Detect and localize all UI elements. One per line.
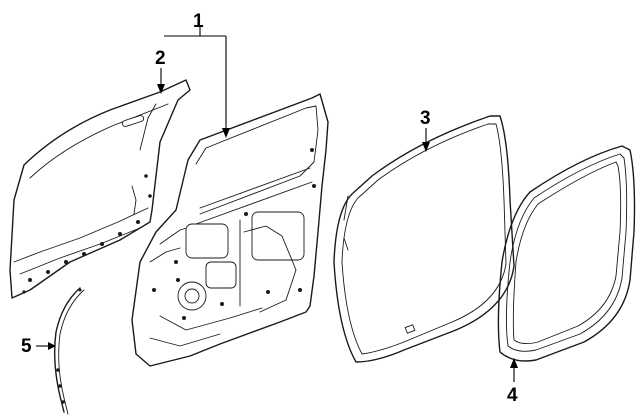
callout-4: 4: [507, 358, 518, 406]
body-weatherstrip: [497, 145, 636, 362]
callout-1: 1: [164, 11, 230, 138]
callout-number: 4: [507, 385, 518, 406]
door-weatherstrip: [333, 115, 515, 363]
callout-number: 2: [155, 48, 166, 69]
callout-number: 3: [420, 108, 431, 129]
outer-door-panel: [9, 79, 191, 299]
door-molding-strip: [53, 287, 85, 415]
door-shell: [131, 93, 329, 367]
callout-2: 2: [155, 48, 166, 94]
callout-5: 5: [21, 336, 56, 357]
callout-number: 1: [193, 11, 204, 32]
callout-3: 3: [420, 108, 431, 152]
callout-number: 5: [21, 336, 32, 357]
